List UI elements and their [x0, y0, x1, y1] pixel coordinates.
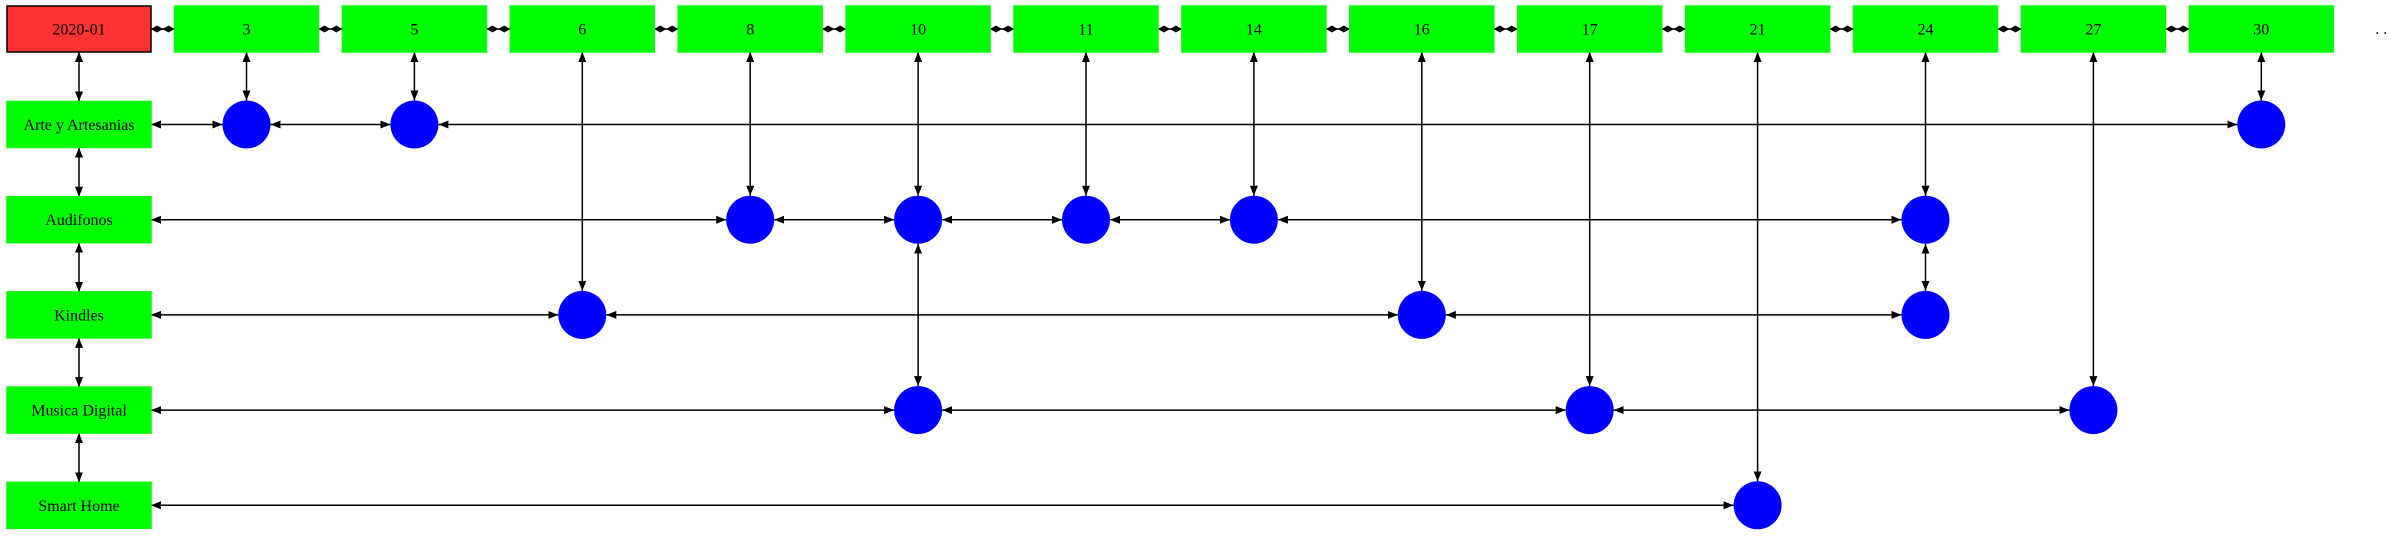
event-node — [1397, 290, 1446, 339]
day-box-27-box — [2020, 5, 2167, 53]
event-node — [1901, 290, 1950, 339]
event-node — [2237, 100, 2286, 149]
category-box-label: Musica Digital — [31, 403, 127, 420]
event-node — [390, 100, 439, 149]
event-node — [1901, 195, 1950, 244]
day-box-11-box — [1013, 5, 1159, 53]
day-box-17-label: 17 — [1582, 22, 1598, 39]
day-box-8: 8 — [677, 5, 823, 53]
day-box-14: 14 — [1181, 5, 1327, 53]
day-box-21-label: 21 — [1750, 22, 1766, 39]
month-box-label: 2020-01 — [52, 22, 105, 39]
nodes-layer: 2020-01 3 5 6 8 10 11 14 16 17 21 24 27 30 . . Arte y A… — [6, 5, 2387, 530]
day-box-10-box — [845, 5, 991, 53]
day-box-27: 27 — [2020, 5, 2167, 53]
day-box-17: 17 — [1516, 5, 1663, 53]
day-box-16-box — [1349, 5, 1495, 53]
day-box-16: 16 — [1349, 5, 1495, 53]
event-node — [1062, 195, 1110, 244]
day-box-5: 5 — [341, 5, 488, 53]
category-box-box — [6, 291, 152, 339]
day-box-27-label: 27 — [2085, 22, 2101, 39]
category-box-box — [6, 481, 152, 530]
day-box-16-label: 16 — [1414, 22, 1430, 39]
day-box-24: 24 — [1852, 5, 1999, 53]
day-box-3-box — [173, 5, 320, 53]
category-box-label: Smart Home — [38, 498, 119, 515]
day-box-6-box — [509, 5, 656, 53]
day-box-3-label: 3 — [243, 22, 251, 39]
day-box-30: 30 — [2188, 5, 2335, 53]
day-box-5-box — [341, 5, 488, 53]
category-box: Musica Digital — [6, 386, 152, 434]
day-box-8-label: 8 — [746, 22, 754, 39]
day-box-30-box — [2188, 5, 2335, 53]
category-box-box — [6, 100, 152, 149]
day-box-10-label: 10 — [910, 22, 926, 39]
event-node — [558, 290, 607, 339]
day-box-6: 6 — [509, 5, 656, 53]
event-node — [1565, 386, 1614, 435]
day-box-11-label: 11 — [1078, 22, 1093, 39]
category-box: Kindles — [6, 291, 152, 339]
day-box-24-label: 24 — [1918, 22, 1934, 39]
month-box: 2020-01 — [6, 5, 152, 53]
category-box-label: Audifonos — [45, 212, 113, 229]
day-box-8-box — [677, 5, 823, 53]
event-node — [1229, 195, 1278, 244]
category-box-box — [6, 195, 152, 244]
day-box-30-label: 30 — [2253, 22, 2269, 39]
day-box-5-label: 5 — [410, 22, 418, 39]
event-node — [894, 386, 943, 435]
day-box-11: 11 — [1013, 5, 1159, 53]
month-box-box — [6, 5, 152, 53]
day-box-14-box — [1181, 5, 1327, 53]
event-node — [726, 195, 775, 244]
event-node — [222, 100, 271, 149]
more-indicator: . . — [2375, 21, 2387, 38]
category-box-label: Arte y Artesanias — [23, 117, 134, 134]
category-box: Smart Home — [6, 481, 152, 530]
event-node — [894, 195, 943, 244]
event-node — [2069, 386, 2118, 435]
day-box-10: 10 — [845, 5, 991, 53]
category-box: Arte y Artesanias — [6, 100, 152, 149]
day-box-24-box — [1852, 5, 1999, 53]
day-box-21-box — [1684, 5, 1831, 53]
category-box-box — [6, 386, 152, 434]
day-box-17-box — [1516, 5, 1663, 53]
day-box-21: 21 — [1684, 5, 1831, 53]
event-node — [1733, 481, 1782, 530]
day-box-6-label: 6 — [578, 22, 586, 39]
day-box-14-label: 14 — [1246, 22, 1262, 39]
edges-layer — [75, 25, 2266, 510]
category-box-label: Kindles — [54, 307, 104, 324]
category-box: Audifonos — [6, 195, 152, 244]
day-box-3: 3 — [173, 5, 320, 53]
